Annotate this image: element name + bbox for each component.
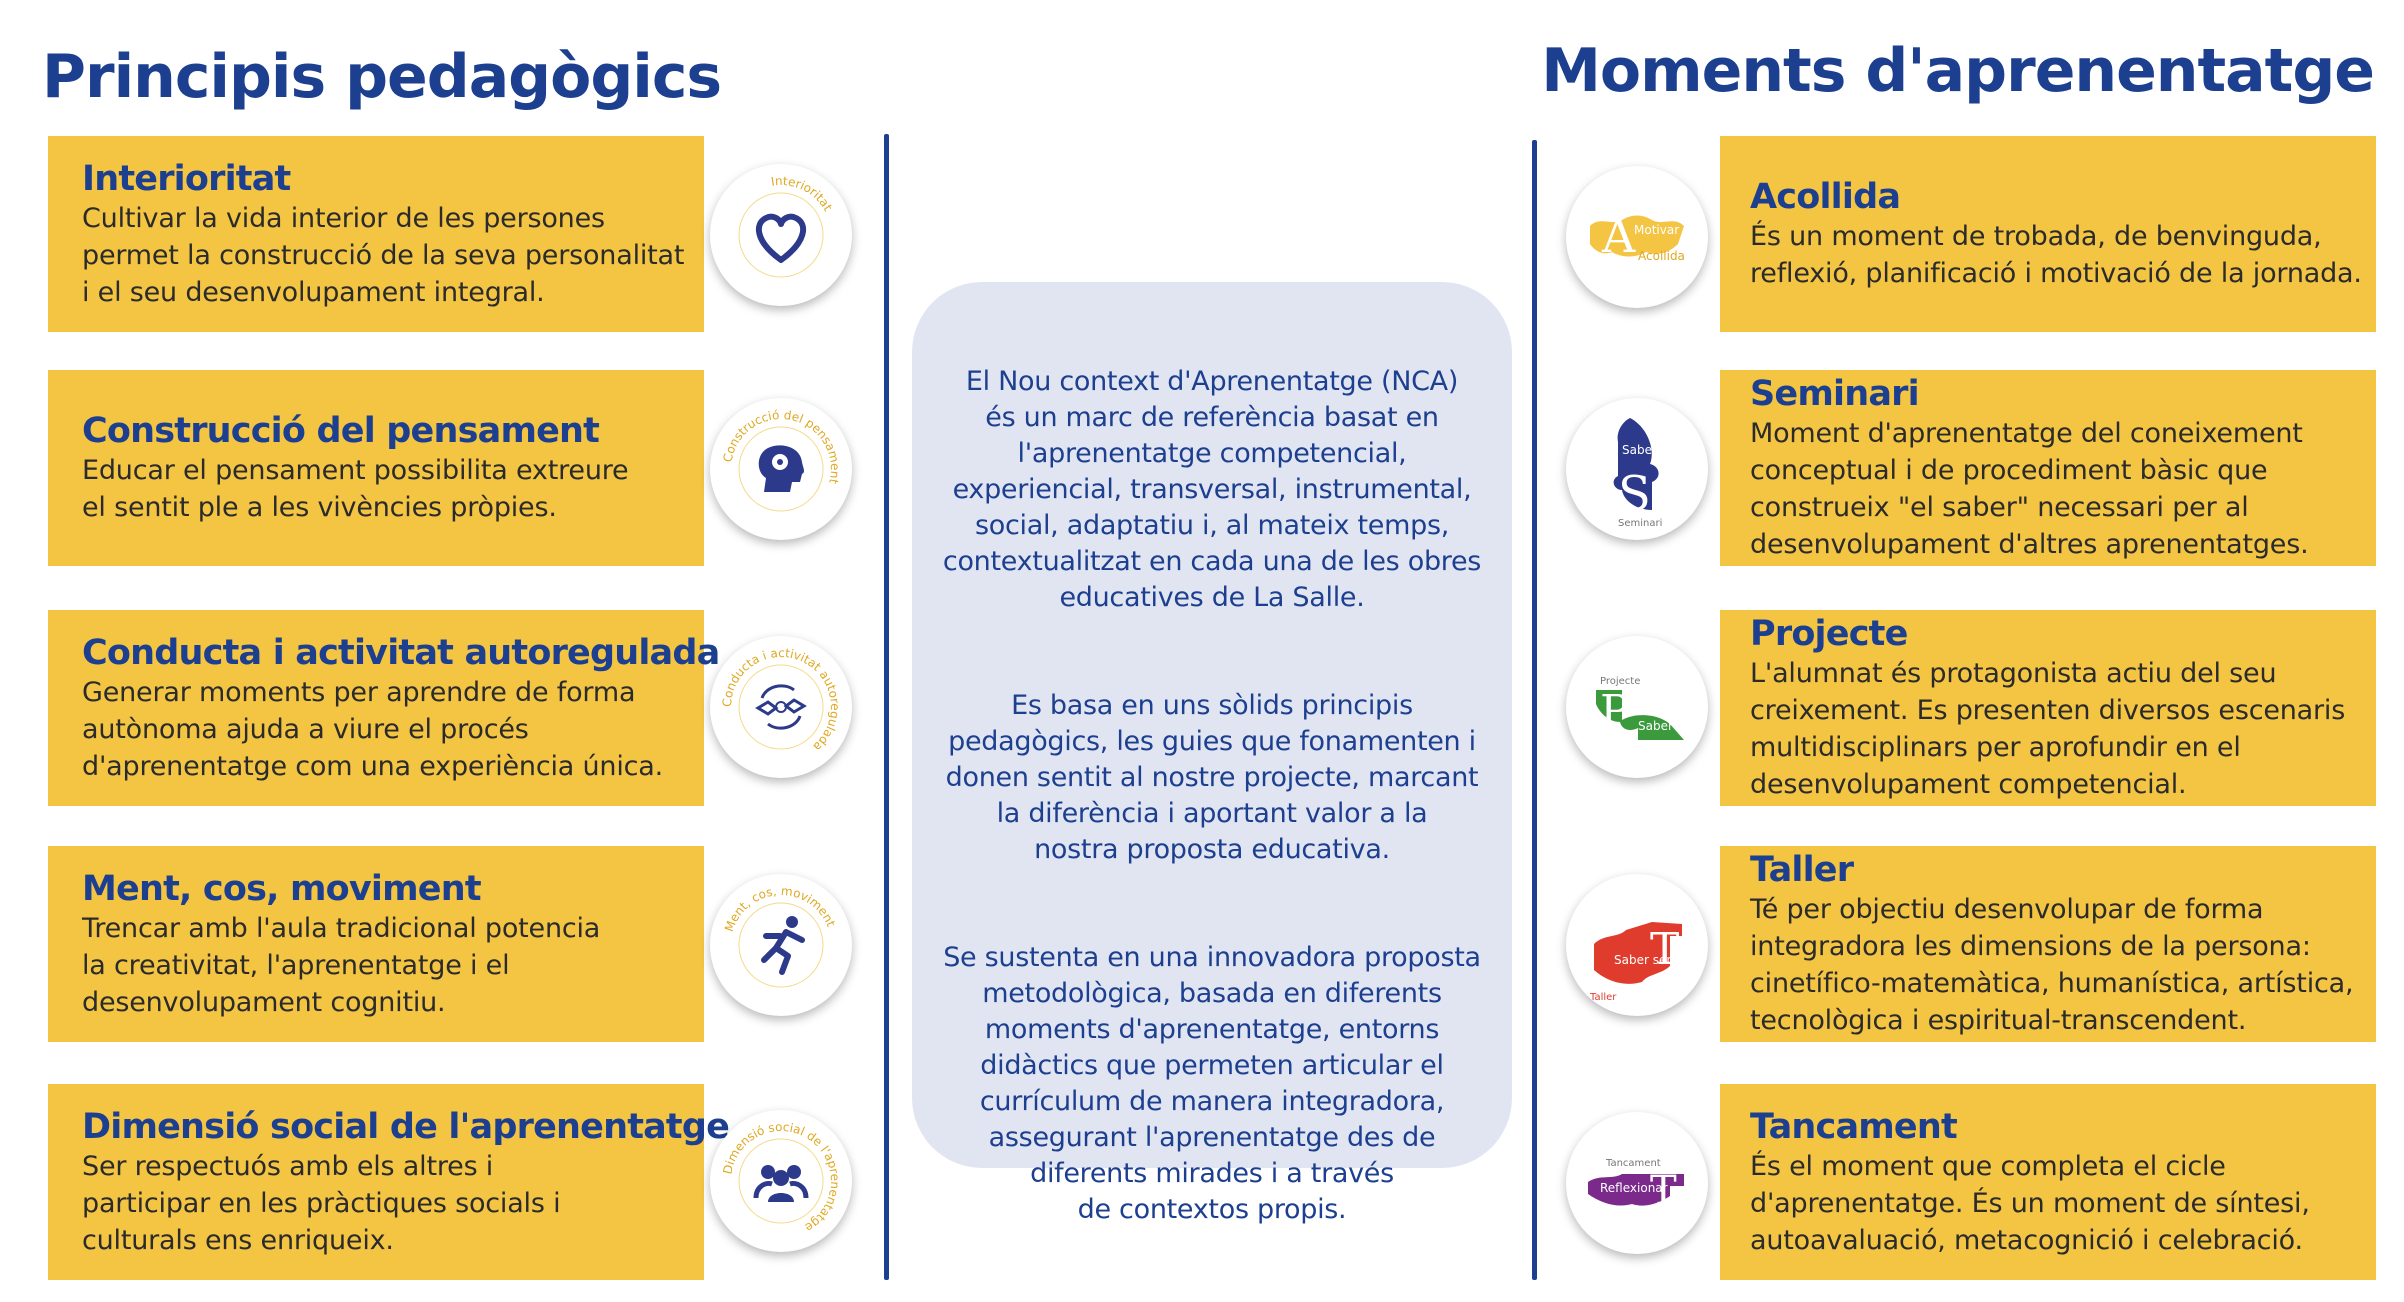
left-divider [884,134,889,1280]
principle-description: Cultivar la vida interior de les persone… [82,202,685,308]
moment-description: Té per objectiu desenvolupar de forma in… [1750,894,2354,1036]
principle-description: Educar el pensament possibilita extreure… [82,455,629,523]
principle-heading: Dimensió social de l'aprenentatge [82,1106,730,1147]
principle-heading: Ment, cos, moviment [82,868,482,909]
principle-card-interioritat: Interioritat Cultivar la vida interior d… [48,136,704,332]
svg-text:Projecte: Projecte [1600,676,1640,687]
moment-card-taller: Taller Té per objectiu desenvolupar de f… [1720,846,2376,1042]
moment-card-tancament: Tancament És el moment que completa el c… [1720,1084,2376,1280]
principle-heading: Conducta i activitat autoregulada [82,632,720,673]
principle-card-moviment: Ment, cos, moviment Trencar amb l'aula t… [48,846,704,1042]
head-thought-icon: Construcció del pensament [710,398,852,540]
people-group-icon: Dimensió social de l'aprenentatge [710,1110,852,1252]
center-description-panel: El Nou context d'Aprenentatge (NCA) és u… [912,282,1512,1225]
principle-card-conducta: Conducta i activitat autoregulada Genera… [48,610,720,806]
principle-description: Ser respectuós amb els altres i particip… [82,1150,561,1256]
left-section-title: Principis pedagògics [42,42,722,112]
hands-cycle-icon: Conducta i activitat autoregulada [710,636,852,778]
puzzle-seminari-icon: S Saber Seminari [1566,398,1708,540]
svg-text:Saber ser: Saber ser [1614,953,1671,967]
moment-heading: Acollida [1750,177,1901,217]
svg-text:Saber fer: Saber fer [1638,719,1693,733]
svg-text:Seminari: Seminari [1618,518,1662,529]
running-person-icon: Ment, cos, moviment [710,874,852,1016]
svg-text:P: P [1600,686,1630,737]
svg-text:T: T [1650,1168,1677,1214]
ring-label: Interioritat [770,174,835,214]
center-paragraph: Es basa en uns sòlids principis pedagògi… [945,690,1479,865]
center-paragraph: El Nou context d'Aprenentatge (NCA) és u… [942,366,1482,613]
moment-heading: Tancament [1750,1106,1958,1147]
moment-heading: Taller [1750,850,1854,890]
moment-card-seminari: Seminari Moment d'aprenentatge del conei… [1720,370,2376,566]
right-divider [1532,140,1537,1280]
principle-heading: Interioritat [82,158,291,199]
principle-card-social: Dimensió social de l'aprenentatge Ser re… [48,1084,730,1280]
moment-description: És un moment de trobada, de benvinguda, … [1750,221,2362,289]
puzzle-acollida-icon: A Motivar Acollida [1566,166,1708,308]
principle-description: Generar moments per aprendre de forma au… [82,676,664,782]
moment-card-acollida: Acollida És un moment de trobada, de ben… [1720,136,2376,332]
svg-text:A: A [1601,209,1636,263]
moment-description: L'alumnat és protagonista actiu del seu … [1750,658,2346,800]
center-paragraph: Se sustenta en una innovadora proposta m… [943,942,1481,1225]
ring-label: Ment, cos, moviment [722,884,838,934]
svg-text:S: S [1618,466,1651,522]
principle-card-pensament: Construcció del pensament Educar el pens… [48,370,704,566]
svg-text:Taller: Taller [1589,992,1617,1003]
svg-text:Tancament: Tancament [1605,1158,1661,1169]
puzzle-tancament-icon: T Tancament Reflexionar [1566,1112,1708,1254]
ring-label: Conducta i activitat autoregulada [720,646,842,754]
moment-description: Moment d'aprenentatge del coneixement co… [1750,418,2309,560]
principle-description: Trencar amb l'aula tradicional potencia … [82,912,601,1018]
moment-heading: Seminari [1750,374,1920,414]
svg-text:Motivar: Motivar [1634,223,1679,237]
puzzle-projecte-icon: P Projecte Saber fer [1566,636,1708,778]
heart-icon: Interioritat [710,164,852,306]
svg-text:T: T [1650,924,1679,975]
puzzle-taller-icon: T Saber ser Taller [1566,874,1708,1016]
right-section-title: Moments d'aprenentatge [1541,36,2375,106]
moment-description: És el moment que completa el cicle d'apr… [1750,1150,2310,1256]
svg-text:Acollida: Acollida [1638,249,1685,263]
moment-heading: Projecte [1750,614,1908,654]
moment-card-projecte: Projecte L'alumnat és protagonista actiu… [1720,610,2376,806]
svg-text:Reflexionar: Reflexionar [1600,1181,1668,1195]
svg-text:Saber: Saber [1622,443,1657,457]
principle-heading: Construcció del pensament [82,411,600,451]
